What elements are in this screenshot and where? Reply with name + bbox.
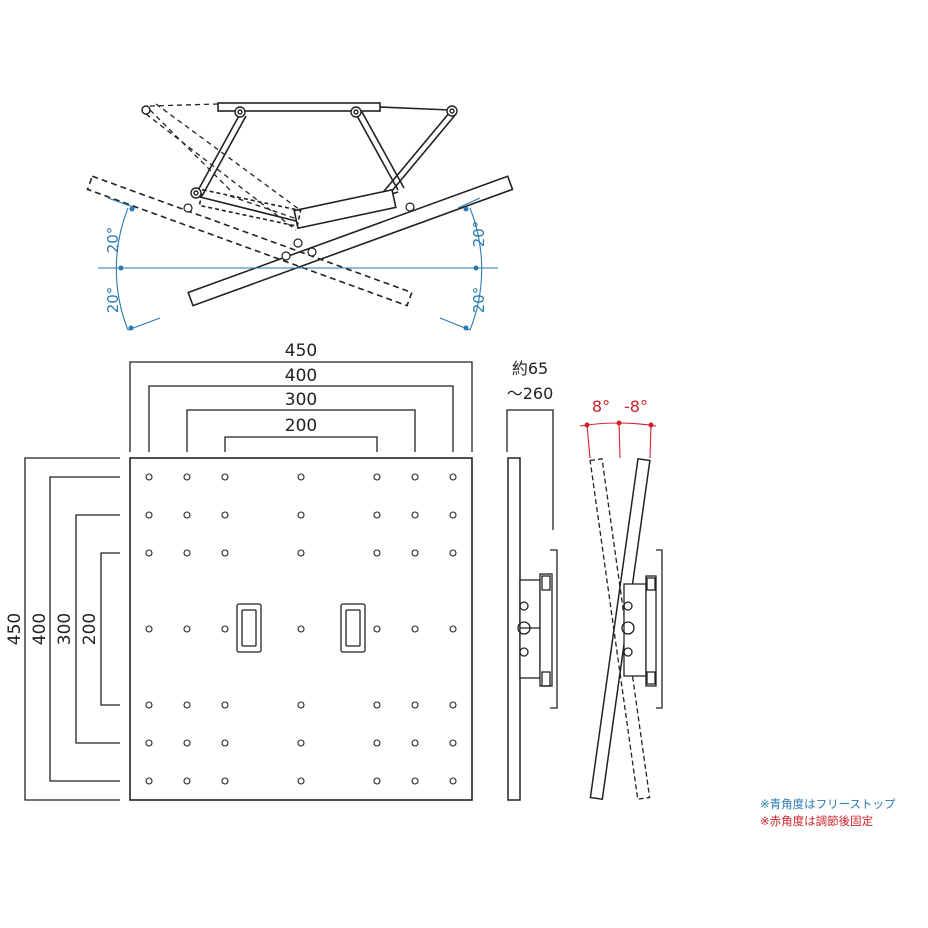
- tilt-label-backward: -8°: [624, 397, 648, 416]
- tv-panel-tilt-dashed: [589, 458, 651, 800]
- vesa-hole: [145, 625, 153, 633]
- vesa-hole: [297, 701, 305, 709]
- vesa-hole: [449, 549, 457, 557]
- width-dim-300: [186, 409, 416, 452]
- vesa-hole: [297, 549, 305, 557]
- vesa-hole: [373, 739, 381, 747]
- vesa-hole: [373, 701, 381, 709]
- vesa-hole: [373, 549, 381, 557]
- width-label-450: 450: [285, 341, 317, 361]
- vesa-hole: [221, 701, 229, 709]
- height-label-450: 450: [5, 613, 25, 645]
- vesa-hole: [449, 701, 457, 709]
- vesa-hole: [297, 511, 305, 519]
- vesa-hole: [221, 777, 229, 785]
- height-label-200: 200: [80, 613, 100, 645]
- vesa-hole: [411, 625, 419, 633]
- swivel-angle-label-right-lower: 20°: [470, 287, 488, 314]
- vesa-hole: [183, 739, 191, 747]
- arm-right-outer: [379, 106, 451, 111]
- vesa-hole: [183, 625, 191, 633]
- width-label-200: 200: [285, 416, 317, 436]
- front-view: [24, 361, 473, 801]
- vesa-hole: [449, 625, 457, 633]
- vesa-hole: [183, 473, 191, 481]
- height-label-400: 400: [30, 613, 50, 645]
- vesa-hole: [145, 549, 153, 557]
- height-dim-200: [100, 552, 120, 706]
- height-dim-450: [24, 457, 120, 801]
- width-label-300: 300: [285, 390, 317, 410]
- vesa-hole: [145, 473, 153, 481]
- vesa-hole: [449, 739, 457, 747]
- swivel-angle-label-left-lower: 20°: [104, 287, 122, 314]
- vesa-hole: [373, 625, 381, 633]
- vesa-hole: [373, 473, 381, 481]
- vesa-hole: [221, 549, 229, 557]
- note-red-fixed: ※赤角度は調節後固定: [760, 814, 874, 828]
- vesa-hole: [183, 777, 191, 785]
- vesa-hole: [411, 701, 419, 709]
- height-dim-300: [75, 514, 120, 744]
- vesa-hole: [183, 549, 191, 557]
- vesa-hole: [221, 739, 229, 747]
- vesa-hole: [297, 473, 305, 481]
- width-dim-200: [224, 436, 378, 452]
- vesa-hole: [297, 777, 305, 785]
- vesa-hole: [145, 511, 153, 519]
- vesa-hole: [297, 739, 305, 747]
- side-view-depth: [506, 409, 558, 801]
- swivel-angle-label-left-upper: 20°: [104, 227, 122, 254]
- depth-label-min: 約65: [512, 359, 548, 378]
- vesa-hole: [183, 511, 191, 519]
- vesa-hole: [145, 739, 153, 747]
- side-view-tilt: [589, 457, 663, 801]
- vesa-hole: [221, 511, 229, 519]
- note-blue-free-stop: ※青角度はフリーストップ: [760, 797, 896, 811]
- height-label-300: 300: [55, 613, 75, 645]
- vesa-hole: [411, 511, 419, 519]
- tilt-angle-indicator: [579, 420, 657, 459]
- plate-handles: [236, 603, 366, 653]
- vesa-hole: [373, 511, 381, 519]
- vesa-hole: [183, 701, 191, 709]
- depth-label-max: ～260: [507, 384, 554, 403]
- width-dim-400: [148, 385, 454, 452]
- vesa-hole: [449, 473, 457, 481]
- vesa-hole: [411, 739, 419, 747]
- width-label-400: 400: [285, 366, 317, 386]
- depth-dim-bracket: [506, 409, 554, 530]
- vesa-hole: [411, 549, 419, 557]
- vesa-hole: [145, 777, 153, 785]
- vesa-hole: [297, 625, 305, 633]
- vesa-hole: [221, 625, 229, 633]
- vesa-hole: [449, 777, 457, 785]
- vesa-hole: [373, 777, 381, 785]
- tv-panel-swivel-left: [86, 175, 413, 307]
- arm-right-upper: [355, 113, 399, 191]
- tilt-label-forward: 8°: [592, 397, 610, 416]
- vesa-hole: [145, 701, 153, 709]
- vesa-hole-grid: [145, 473, 457, 785]
- vesa-hole: [449, 511, 457, 519]
- vesa-hole: [221, 473, 229, 481]
- swivel-angle-label-right-upper: 20°: [470, 221, 488, 248]
- top-view-swivel: [86, 102, 514, 307]
- width-dim-450: [129, 361, 473, 452]
- vesa-hole: [411, 473, 419, 481]
- tv-panel-swivel-right: [187, 175, 514, 307]
- swivel-angle-indicator: [98, 197, 498, 331]
- arm-left-upper: [195, 113, 241, 195]
- height-dim-400: [49, 476, 120, 782]
- vesa-hole: [411, 777, 419, 785]
